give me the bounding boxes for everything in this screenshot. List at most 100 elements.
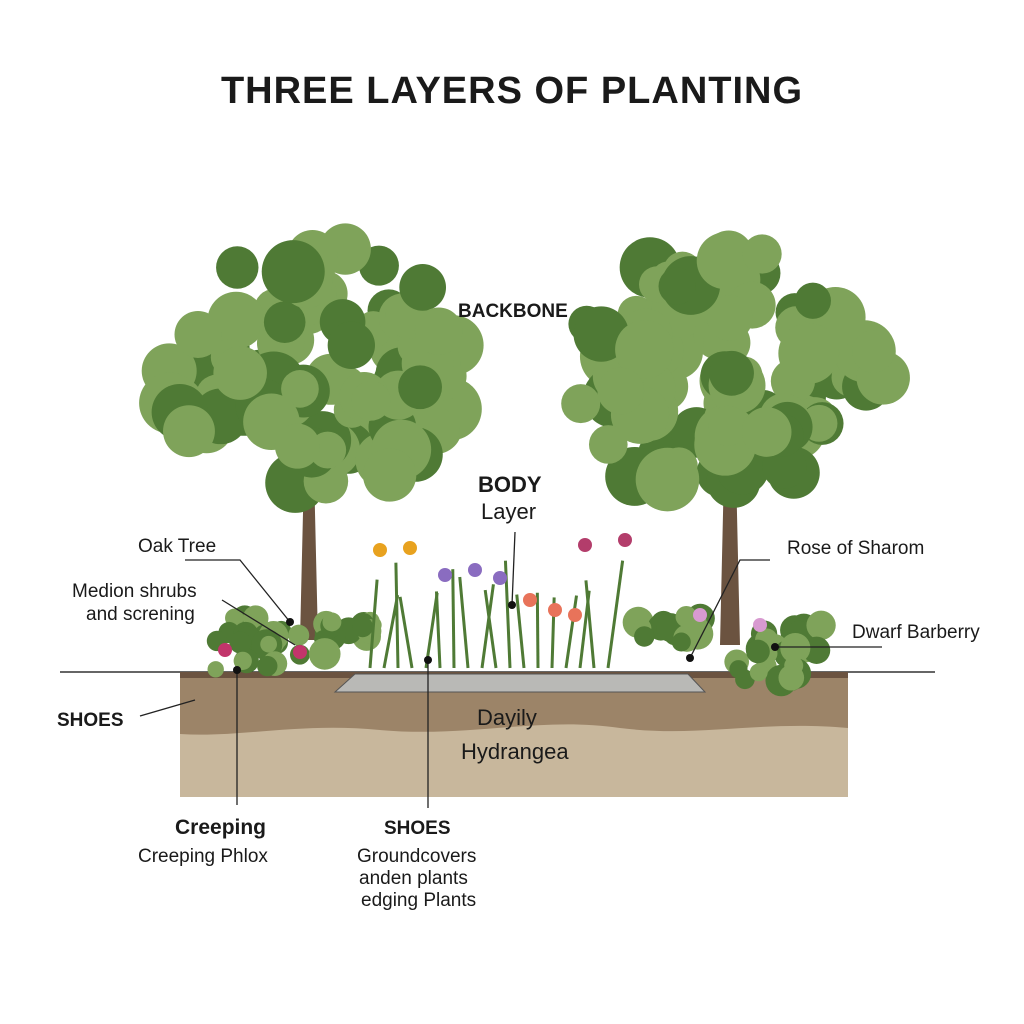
page-title: THREE LAYERS OF PLANTING: [220, 70, 804, 112]
label-dwarf-barberry: Dwarf Barberry: [852, 622, 980, 643]
grass-blade: [434, 591, 442, 669]
right-tree-foliage: [561, 384, 601, 424]
label-medion-1: Medion shrubs: [72, 581, 197, 602]
right-tree-foliage: [597, 367, 645, 415]
grass-blade: [451, 569, 456, 669]
oak-foliage: [414, 307, 463, 355]
label-soil-1: Dayily: [477, 705, 537, 730]
grass-blade: [564, 595, 578, 669]
right-tree-foliage: [742, 234, 782, 274]
grass-blade: [480, 584, 495, 669]
label-body-layer: Layer: [481, 499, 537, 524]
flower: [403, 541, 417, 555]
right-tree-foliage: [709, 350, 754, 396]
flower: [438, 568, 452, 582]
oak-foliage: [274, 423, 320, 469]
shrub: [288, 624, 310, 646]
label-groundcovers: Groundcovers: [357, 846, 477, 867]
label-anden-plants: anden plants: [359, 868, 468, 889]
right-tree-foliage: [573, 306, 629, 362]
right-tree-foliage: [635, 447, 700, 512]
label-creeping-phlox: Creeping Phlox: [138, 846, 268, 867]
grass-blade: [368, 579, 379, 669]
label-shoes-left: SHOES: [57, 710, 124, 731]
oak-foliage: [398, 365, 442, 410]
right-tree-foliage: [707, 405, 749, 447]
right-tree-foliage: [852, 330, 895, 373]
oak-foliage: [351, 380, 391, 421]
shrub: [322, 612, 342, 632]
right-tree-foliage: [588, 425, 628, 464]
leader-lines: [139, 531, 882, 808]
flower: [293, 645, 307, 659]
shrub: [671, 632, 691, 652]
oak-foliage: [327, 321, 375, 369]
shrub: [729, 660, 748, 679]
stone-slab: [333, 673, 707, 693]
oak-foliage: [263, 301, 306, 343]
label-creeping: Creeping: [175, 816, 267, 839]
label-body: BODY: [478, 472, 542, 497]
right-tree-foliage: [615, 320, 674, 379]
oak-foliage: [281, 370, 319, 408]
flower: [218, 643, 232, 657]
label-shoes-bottom: SHOES: [384, 818, 451, 839]
oak-foliage: [261, 240, 325, 304]
shrub: [207, 661, 224, 678]
oak-foliage: [399, 264, 447, 311]
flower: [493, 571, 507, 585]
grass-blade: [483, 589, 498, 669]
label-edging-plants: edging Plants: [361, 890, 477, 911]
grass-blade: [535, 592, 540, 669]
right-tree-foliage: [696, 232, 754, 290]
shrub: [778, 664, 805, 691]
shrub: [257, 655, 278, 677]
label-medion-2: and screning: [86, 604, 195, 625]
label-soil-2: Hydrangea: [461, 739, 569, 764]
grass-blade: [424, 592, 439, 669]
grass-blade: [515, 594, 526, 669]
flower: [548, 603, 562, 617]
shrub: [233, 651, 252, 670]
right-tree-foliage: [741, 407, 792, 457]
grass-blade: [584, 580, 596, 669]
grass-blade: [398, 596, 414, 669]
oak-foliage: [216, 246, 259, 289]
oak-foliage: [163, 405, 215, 458]
leader-dots: [233, 601, 779, 674]
flower: [523, 593, 537, 607]
right-tree-foliage: [778, 323, 840, 384]
soil-section: [180, 672, 848, 797]
oak-foliage: [213, 346, 267, 400]
flower: [578, 538, 592, 552]
shrub: [675, 605, 698, 628]
shrub: [806, 610, 836, 640]
shrub: [308, 638, 341, 670]
shrub: [634, 626, 655, 647]
flower: [568, 608, 582, 622]
shrub: [746, 639, 770, 664]
shrub: [352, 616, 373, 638]
right-tree-foliage: [706, 295, 753, 341]
right-tree-foliage: [794, 282, 831, 319]
tree-canopies: [139, 223, 910, 513]
shrub: [780, 632, 811, 664]
label-rose-of-sharom: Rose of Sharom: [787, 538, 925, 559]
label-oak-tree: Oak Tree: [138, 536, 217, 557]
shrub: [802, 636, 831, 664]
shrub: [749, 663, 768, 682]
oak-foliage: [362, 448, 417, 502]
flower: [693, 608, 707, 622]
shrubs-and-flowers: [206, 533, 836, 697]
oak-foliage: [174, 311, 222, 358]
oak-foliage: [207, 291, 265, 349]
flower: [618, 533, 632, 547]
grass-blade: [606, 560, 625, 669]
grass-blade: [394, 562, 400, 669]
flower: [373, 543, 387, 557]
flower: [468, 563, 482, 577]
label-backbone: BACKBONE: [458, 301, 568, 322]
grass-blade: [458, 576, 470, 669]
